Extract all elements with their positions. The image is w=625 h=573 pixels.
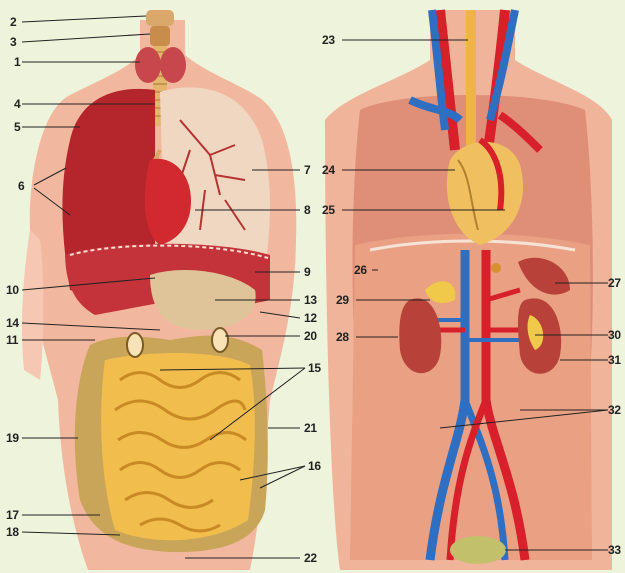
label-15: 15	[308, 362, 321, 374]
label-10: 10	[6, 284, 19, 296]
label-9: 9	[304, 266, 310, 278]
label-4: 4	[14, 98, 20, 110]
label-21: 21	[304, 422, 317, 434]
label-18: 18	[6, 526, 19, 538]
bladder	[450, 536, 506, 564]
label-3: 3	[10, 36, 16, 48]
label-16: 16	[308, 460, 321, 472]
label-31: 31	[608, 354, 621, 366]
label-33: 33	[608, 544, 621, 556]
label-8: 8	[304, 204, 310, 216]
label-19: 19	[6, 432, 19, 444]
small-intestine	[101, 353, 255, 540]
label-11: 11	[6, 334, 18, 346]
label-20: 20	[304, 330, 317, 342]
label-26: 26	[354, 264, 367, 276]
label-6: 6	[18, 180, 24, 192]
label-22: 22	[304, 552, 317, 564]
label-2: 2	[10, 16, 16, 28]
label-29: 29	[336, 294, 349, 306]
label-24: 24	[322, 164, 335, 176]
label-7: 7	[304, 164, 310, 176]
label-23: 23	[322, 34, 335, 46]
label-25: 25	[322, 204, 335, 216]
label-30: 30	[608, 329, 621, 341]
label-13: 13	[304, 294, 317, 306]
label-1: 1	[14, 56, 20, 68]
label-5: 5	[14, 121, 20, 133]
label-14: 14	[6, 317, 19, 329]
label-12: 12	[304, 312, 317, 324]
label-27: 27	[608, 277, 621, 289]
label-32: 32	[608, 404, 621, 416]
label-17: 17	[6, 509, 19, 521]
label-28: 28	[336, 331, 349, 343]
